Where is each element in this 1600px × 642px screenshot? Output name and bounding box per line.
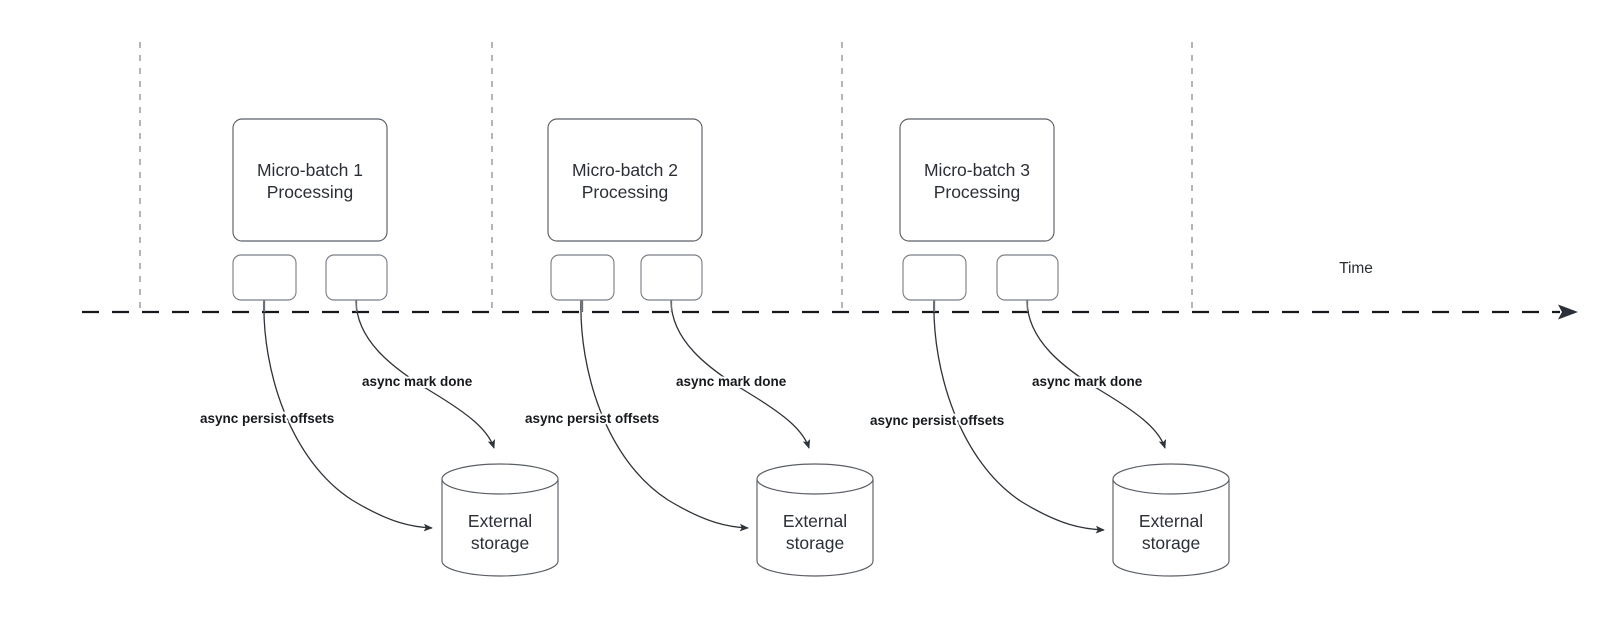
processing-box-micro-batch-2[interactable] <box>547 118 703 242</box>
storage-label-line2: storage <box>471 533 529 553</box>
processing-box-micro-batch-1[interactable] <box>232 118 388 242</box>
edge-label-halo-mb3-persist: async persist offsets <box>870 413 1004 428</box>
storage-cylinder-body-micro-batch-3[interactable] <box>1112 479 1230 577</box>
task-box-mb1-task-b[interactable] <box>325 254 388 301</box>
edge-label-halo-mb1-mark-done: async mark done <box>362 374 473 389</box>
storage-label-line1: External <box>783 511 847 531</box>
processing-box-label-line2: Processing <box>582 182 669 202</box>
storage-cylinder-top-micro-batch-1 <box>441 463 559 495</box>
edge-label-mb2-persist: async persist offsets <box>525 411 659 426</box>
processing-box-label-line1: Micro-batch 2 <box>572 160 678 180</box>
task-box-mb2-task-a[interactable] <box>550 254 615 301</box>
edge-label-mb1-persist: async persist offsets <box>200 411 334 426</box>
processing-box-label-line1: Micro-batch 1 <box>257 160 363 180</box>
edge-label-mb3-mark-done: async mark done <box>1032 374 1143 389</box>
timeline-arrowhead <box>1558 304 1578 320</box>
processing-box-label-line2: Processing <box>934 182 1021 202</box>
storage-label-line2: storage <box>1142 533 1200 553</box>
task-box-mb3-task-a[interactable] <box>902 254 967 301</box>
flow-arrow-mb2-mark-done <box>670 299 811 449</box>
edge-label-halo-mb2-persist: async persist offsets <box>525 411 659 426</box>
tick-line-group <box>139 42 1193 312</box>
micro-batch-groups: Micro-batch 1ProcessingExternalstorageMi… <box>232 118 1230 577</box>
flow-arrow-mb1-mark-done <box>355 299 496 449</box>
timeline-axis: Time <box>82 260 1578 320</box>
edge-label-group: async persist offsets async persist offse… <box>198 372 1145 430</box>
task-box-mb2-task-b[interactable] <box>640 254 703 301</box>
storage-label-line1: External <box>1139 511 1203 531</box>
flow-arrow-mb2-persist <box>580 299 749 532</box>
time-axis-label: Time <box>1339 260 1373 277</box>
storage-label-line1: External <box>468 511 532 531</box>
flow-arrow-mb3-persist <box>933 299 1105 534</box>
edge-label-halo-mb1-persist: async persist offsets <box>200 411 334 426</box>
edge-label-mb1-mark-done: async mark done <box>362 374 473 389</box>
flow-arrow-mb3-mark-done <box>1026 299 1167 449</box>
processing-box-label-line1: Micro-batch 3 <box>924 160 1030 180</box>
edge-label-mb3-persist: async persist offsets <box>870 413 1004 428</box>
storage-cylinder-body-micro-batch-1[interactable] <box>441 479 559 577</box>
processing-box-label-line2: Processing <box>267 182 354 202</box>
task-box-mb3-task-b[interactable] <box>996 254 1059 301</box>
edge-label-halo-mb2-mark-done: async mark done <box>676 374 787 389</box>
processing-box-micro-batch-3[interactable] <box>899 118 1055 242</box>
storage-label-line2: storage <box>786 533 844 553</box>
edge-label-halo-mb3-mark-done: async mark done <box>1032 374 1143 389</box>
flow-arrow-mb1-persist <box>263 299 433 532</box>
storage-cylinder-top-micro-batch-2 <box>756 463 874 495</box>
storage-cylinder-body-micro-batch-2[interactable] <box>756 479 874 577</box>
edge-label-mb2-mark-done: async mark done <box>676 374 787 389</box>
storage-cylinder-top-micro-batch-3 <box>1112 463 1230 495</box>
task-box-mb1-task-a[interactable] <box>232 254 297 301</box>
